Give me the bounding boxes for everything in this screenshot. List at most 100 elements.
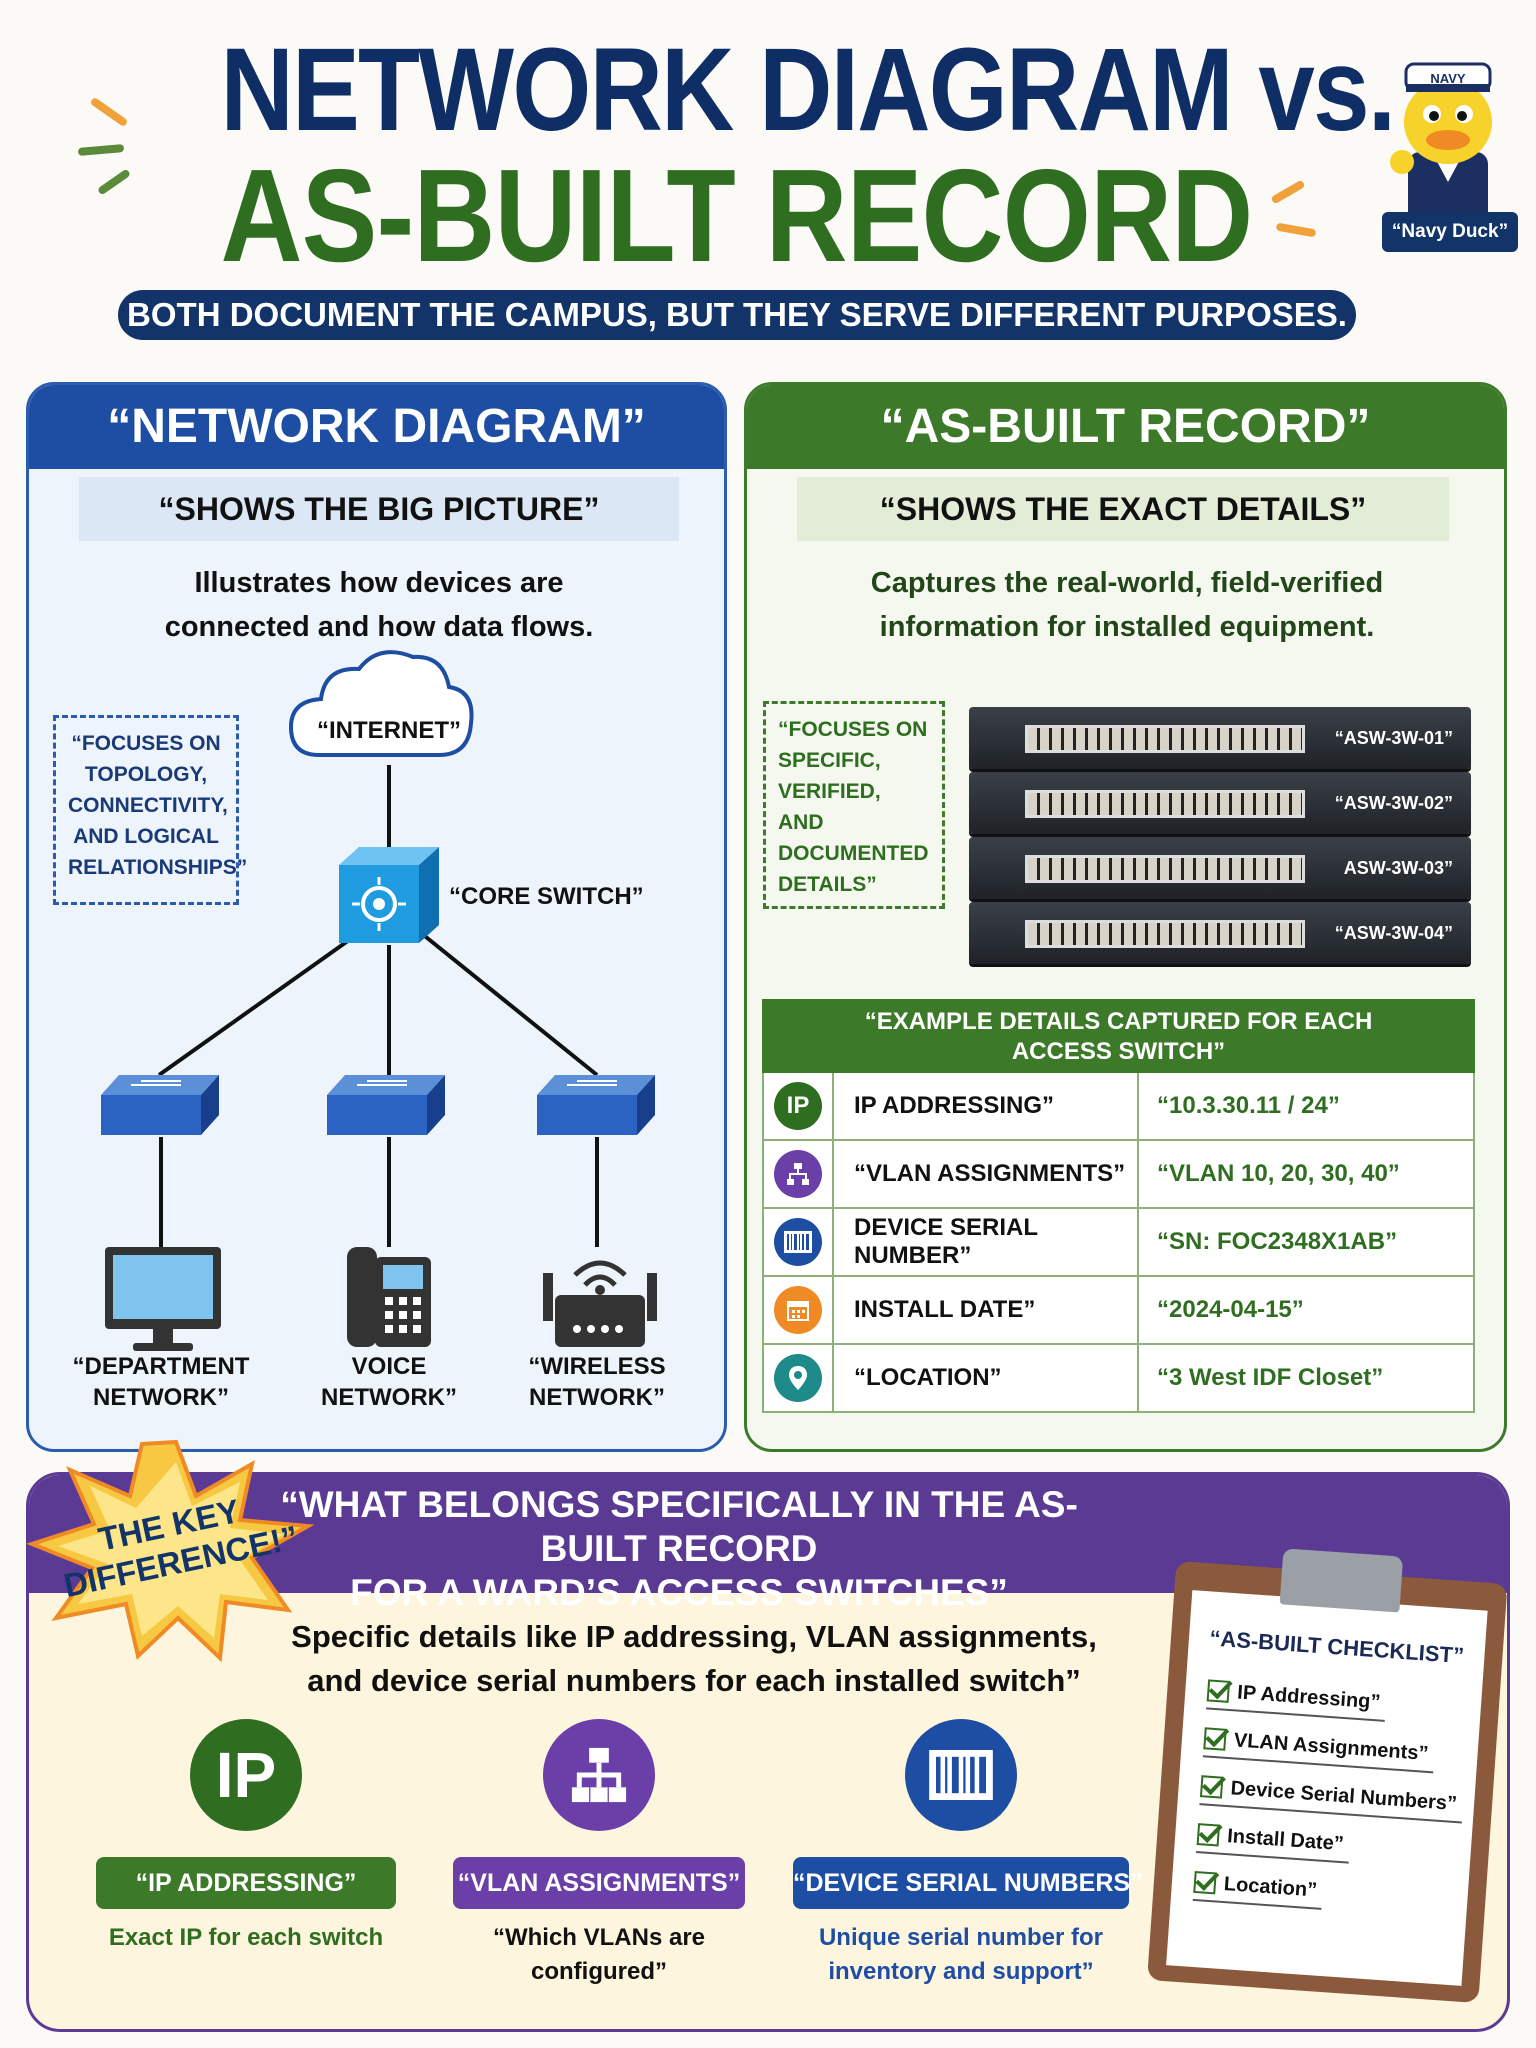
- barcode-icon: [774, 1218, 822, 1266]
- focus-line: DETAILS”: [778, 873, 877, 896]
- as-built-record-subtitle: “SHOWS THE EXACT DETAILS”: [797, 477, 1449, 541]
- voice-network-label: VOICE NETWORK”: [289, 1351, 489, 1413]
- ip-icon: IP: [774, 1082, 822, 1130]
- table-row: IP IP ADDRESSING” “10.3.30.11 / 24”: [762, 1073, 1475, 1141]
- barcode-icon: [905, 1719, 1017, 1831]
- title-line: FOR A WARD’S ACCESS SWITCHES”: [350, 1572, 1008, 1613]
- checklist-item-label: Install Date”: [1226, 1824, 1345, 1855]
- key-difference-title: “WHAT BELONGS SPECIFICALLY IN THE AS-BUI…: [259, 1483, 1099, 1615]
- label-line: NETWORK”: [321, 1384, 457, 1411]
- access-switch-icon: [101, 1075, 219, 1135]
- description-line: Illustrates how devices are: [194, 567, 564, 599]
- feature-pill: “DEVICE SERIAL NUMBERS”: [793, 1857, 1143, 1909]
- switch-label: ASW-3W-03”: [1343, 858, 1453, 878]
- as-built-record-panel: “AS-BUILT RECORD” “SHOWS THE EXACT DETAI…: [744, 382, 1507, 1452]
- network-diagram-subtitle: “SHOWS THE BIG PICTURE”: [79, 477, 679, 541]
- title-line: “WHAT BELONGS SPECIFICALLY IN THE AS-BUI…: [280, 1484, 1078, 1569]
- label-line: “WIRELESS: [528, 1353, 666, 1380]
- switch-ports: [1025, 920, 1305, 948]
- table-label: DEVICE SERIAL NUMBER”: [834, 1209, 1139, 1275]
- feature-text-line: “Which VLANs are configured”: [492, 1924, 706, 1985]
- checkbox-checked-icon: [1196, 1823, 1221, 1847]
- switch-ports: [1025, 855, 1305, 883]
- label-line: VOICE: [351, 1353, 427, 1380]
- table-row: INSTALL DATE” “2024-04-15”: [762, 1277, 1475, 1345]
- sparkle-decoration: [96, 168, 132, 196]
- table-label: IP ADDRESSING”: [834, 1073, 1139, 1139]
- network-diagram-title: “NETWORK DIAGRAM”: [29, 385, 724, 469]
- sparkle-decoration: [1270, 179, 1306, 205]
- details-focus-note: “FOCUSES ON SPECIFIC, VERIFIED, AND DOCU…: [763, 701, 945, 909]
- focus-line: RELATIONSHIPS”: [68, 856, 248, 879]
- switch-unit-asw-02: “ASW-3W-02”: [969, 772, 1471, 834]
- mascot-hat-text: NAVY: [1430, 71, 1465, 86]
- feature-pill: “VLAN ASSIGNMENTS”: [453, 1857, 745, 1909]
- switch-label: “ASW-3W-01”: [1334, 728, 1453, 748]
- voip-phone-icon: [347, 1247, 431, 1347]
- table-label: “LOCATION”: [834, 1345, 1139, 1411]
- topology-diagram: [101, 650, 657, 1351]
- internet-cloud-icon: [288, 650, 474, 757]
- as-built-record-title: “AS-BUILT RECORD”: [747, 385, 1504, 469]
- table-value: “2024-04-15”: [1157, 1296, 1304, 1323]
- table-row: “LOCATION” “3 West IDF Closet”: [762, 1345, 1475, 1413]
- feature-text: Unique serial number for inventory and s…: [791, 1921, 1131, 1989]
- ip-icon: IP: [190, 1719, 302, 1831]
- sparkle-decoration: [1275, 222, 1317, 238]
- feature-vlan-assignments: “VLAN ASSIGNMENTS” “Which VLANs are conf…: [429, 1719, 769, 1989]
- focus-line: AND: [778, 811, 824, 834]
- focus-line: TOPOLOGY,: [84, 763, 208, 786]
- feature-device-serial-numbers: “DEVICE SERIAL NUMBERS” Unique serial nu…: [791, 1719, 1143, 1989]
- table-value: “VLAN 10, 20, 30, 40”: [1157, 1160, 1400, 1187]
- description-line: Captures the real-world, field-verified: [870, 567, 1384, 599]
- internet-label: “INTERNET”: [317, 717, 461, 744]
- table-icon-cell: [764, 1277, 834, 1343]
- vlan-icon: [774, 1150, 822, 1198]
- link-line: [419, 931, 599, 1077]
- table-row: DEVICE SERIAL NUMBER” “SN: FOC2348X1AB”: [762, 1209, 1475, 1277]
- checkbox-checked-icon: [1199, 1775, 1224, 1799]
- checklist-item-label: Location”: [1223, 1872, 1318, 1901]
- feature-pill: “IP ADDRESSING”: [96, 1857, 396, 1909]
- focus-line: AND LOGICAL: [73, 825, 219, 848]
- table-label: INSTALL DATE”: [834, 1277, 1139, 1343]
- access-switch-icon: [327, 1075, 445, 1135]
- switch-label: “ASW-3W-02”: [1334, 793, 1453, 813]
- network-diagram-panel: “NETWORK DIAGRAM” “SHOWS THE BIG PICTURE…: [26, 382, 727, 1452]
- feature-text-line: Exact IP for each switch: [108, 1924, 384, 1951]
- table-icon-cell: IP: [764, 1073, 834, 1139]
- table-title-line: “EXAMPLE DETAILS CAPTURED FOR EACH: [864, 1008, 1373, 1035]
- description-line: connected and how data flows.: [164, 611, 594, 643]
- clipboard-clamp-icon: [1279, 1548, 1404, 1613]
- core-switch-label: “CORE SWITCH”: [449, 883, 644, 910]
- switch-unit-asw-03: ASW-3W-03”: [969, 837, 1471, 899]
- starburst-badge-icon: [26, 1439, 315, 1663]
- main-title-line1: NETWORK DIAGRAM vs.: [220, 24, 1397, 156]
- checklist-item-label: VLAN Assignments”: [1233, 1728, 1430, 1765]
- focus-line: DOCUMENTED: [778, 842, 929, 865]
- switch-ports: [1025, 790, 1305, 818]
- checkbox-checked-icon: [1206, 1679, 1231, 1703]
- feature-text: “Which VLANs are configured”: [429, 1921, 769, 1989]
- label-line: “DEPARTMENT: [72, 1353, 250, 1380]
- table-value: “10.3.30.11 / 24”: [1157, 1092, 1340, 1119]
- checkbox-checked-icon: [1193, 1870, 1217, 1895]
- table-title-line: ACCESS SWITCH”: [1011, 1038, 1226, 1065]
- table-label: “VLAN ASSIGNMENTS”: [834, 1141, 1139, 1207]
- label-line: NETWORK”: [529, 1384, 665, 1411]
- department-network-label: “DEPARTMENT NETWORK”: [61, 1351, 261, 1413]
- checkbox-checked-icon: [1203, 1727, 1227, 1751]
- feature-ip-addressing: IP “IP ADDRESSING” Exact IP for each swi…: [91, 1719, 401, 1955]
- location-pin-icon: [774, 1354, 822, 1402]
- core-switch-icon: [339, 847, 439, 943]
- as-built-checklist-clipboard: “AS-BUILT CHECKLIST” IP Addressing” VLAN…: [1147, 1541, 1509, 2004]
- details-table-header: “EXAMPLE DETAILS CAPTURED FOR EACH ACCES…: [762, 999, 1475, 1073]
- table-value: “SN: FOC2348X1AB”: [1157, 1228, 1398, 1255]
- table-row: “VLAN ASSIGNMENTS” “VLAN 10, 20, 30, 40”: [762, 1141, 1475, 1209]
- vlan-icon: [543, 1719, 655, 1831]
- description-line: Specific details like IP addressing, VLA…: [291, 1619, 1097, 1654]
- table-icon-cell: [764, 1141, 834, 1207]
- switch-label: “ASW-3W-04”: [1334, 923, 1453, 943]
- topology-focus-note: “FOCUSES ON TOPOLOGY, CONNECTIVITY, AND …: [53, 715, 248, 905]
- checklist-item-label: IP Addressing”: [1236, 1681, 1382, 1713]
